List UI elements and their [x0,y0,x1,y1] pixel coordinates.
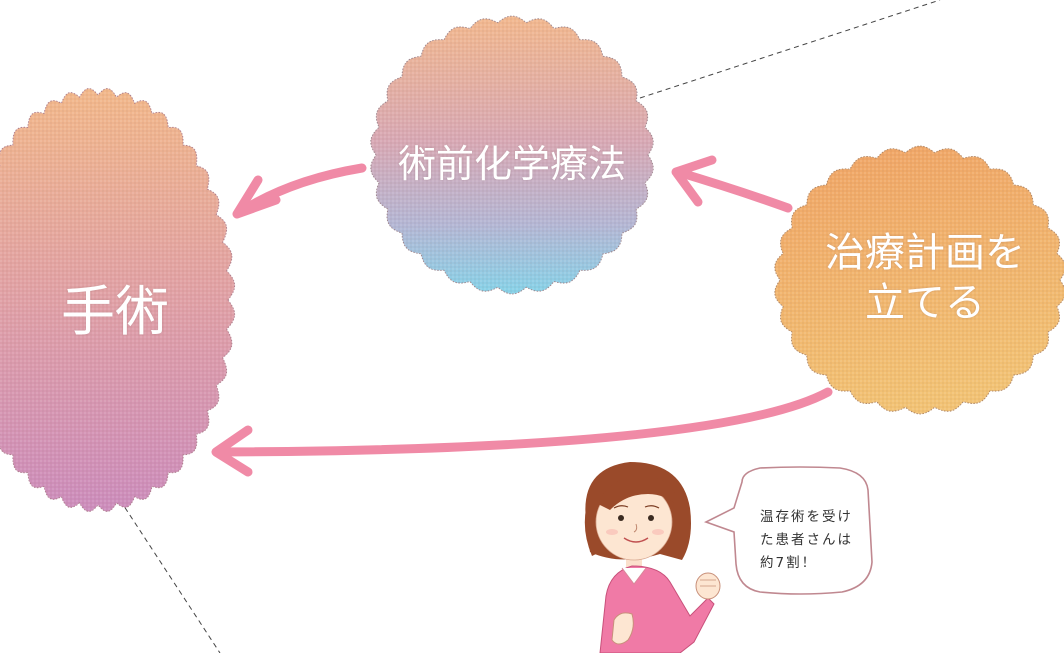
person-eye-left [618,515,624,521]
plan-blob-texture [774,146,1064,414]
person-hand [611,612,634,645]
plan-label: 治療計画を 立てる [790,228,1060,328]
plan-node [774,145,1064,415]
speech-bubble-shape [703,466,873,595]
speech-bubble [703,466,873,595]
chemo-label: 術前化学療法 [397,142,626,186]
chemo-blob-texture [370,16,654,294]
speech-bubble-text: 温存術を受け た患者さんは 約7割！ [760,506,880,575]
arrow-plan-to-chemo [671,155,793,213]
person-illustration [584,462,721,653]
surgery-blob-texture [0,88,235,512]
plan-label-line2: 立てる [865,280,985,326]
person-eye-right [648,515,654,521]
dashed-line-bottom [119,499,221,653]
plan-label-line1: 治療計画を [825,230,1025,276]
arrow-chemo-to-surgery [232,163,367,219]
speech-bubble-line1: 温存術を受け [760,509,853,525]
arrow-plan-to-surgery [211,387,833,477]
speech-bubble-line3: 約7割！ [760,555,818,571]
speech-bubble-line2: た患者さんは [760,532,853,548]
dashed-line-top [639,0,941,99]
surgery-node [0,87,236,513]
chemo-node [370,15,654,295]
surgery-label: 手術 [61,280,169,343]
